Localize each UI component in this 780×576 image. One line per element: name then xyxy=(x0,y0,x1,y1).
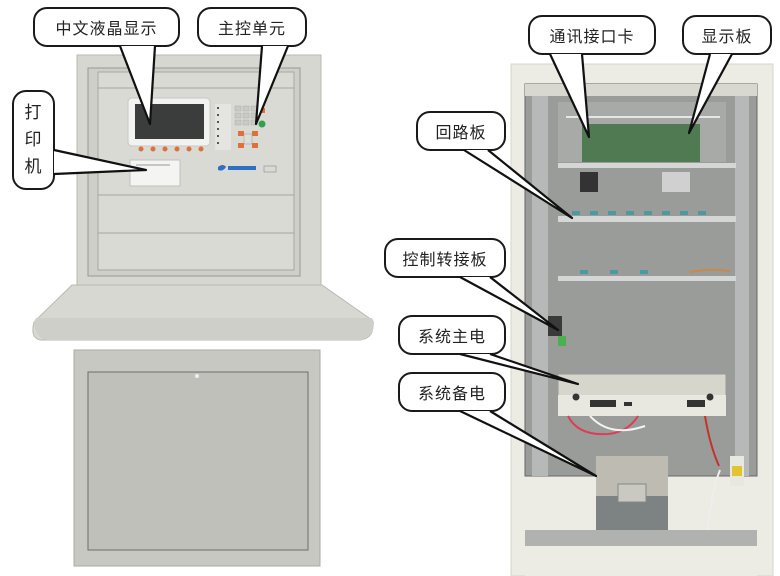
callout-label-char: 打 xyxy=(24,102,43,123)
callout-comm-interface-card: 通讯接口卡 xyxy=(528,15,656,55)
callout-label: 通讯接口卡 xyxy=(549,27,635,46)
callout-label: 显示板 xyxy=(701,27,753,46)
callout-label: 回路板 xyxy=(435,123,487,142)
console-photo: 中文液晶显示 主控单元 打 印 机 xyxy=(12,7,374,567)
console-illustration xyxy=(32,54,374,567)
callout-display-board: 显示板 xyxy=(682,15,772,55)
callout-label: 控制转接板 xyxy=(402,250,488,269)
callout-label: 主控单元 xyxy=(217,19,286,38)
callout-system-main-power: 系统主电 xyxy=(398,315,506,355)
callout-control-adapter-board: 控制转接板 xyxy=(384,238,506,278)
cabinet-illustration xyxy=(510,63,774,576)
callout-main-control-unit: 主控单元 xyxy=(197,7,307,47)
callout-label-char: 印 xyxy=(24,129,43,150)
callout-loop-board: 回路板 xyxy=(416,111,506,151)
callout-label: 中文液晶显示 xyxy=(55,19,158,38)
callout-printer: 打 印 机 xyxy=(12,90,55,190)
right-leader-lines xyxy=(459,53,733,478)
left-leader-lines xyxy=(53,45,290,176)
cabinet-photo: 通讯接口卡 显示板 回路板 控制转接板 系统主电 系统备电 xyxy=(384,0,780,576)
callout-system-backup-power: 系统备电 xyxy=(398,372,506,412)
callout-lcd-display: 中文液晶显示 xyxy=(33,7,180,47)
callout-label-char: 机 xyxy=(24,156,43,177)
callout-label: 系统备电 xyxy=(417,384,486,403)
callout-label: 系统主电 xyxy=(417,327,486,346)
